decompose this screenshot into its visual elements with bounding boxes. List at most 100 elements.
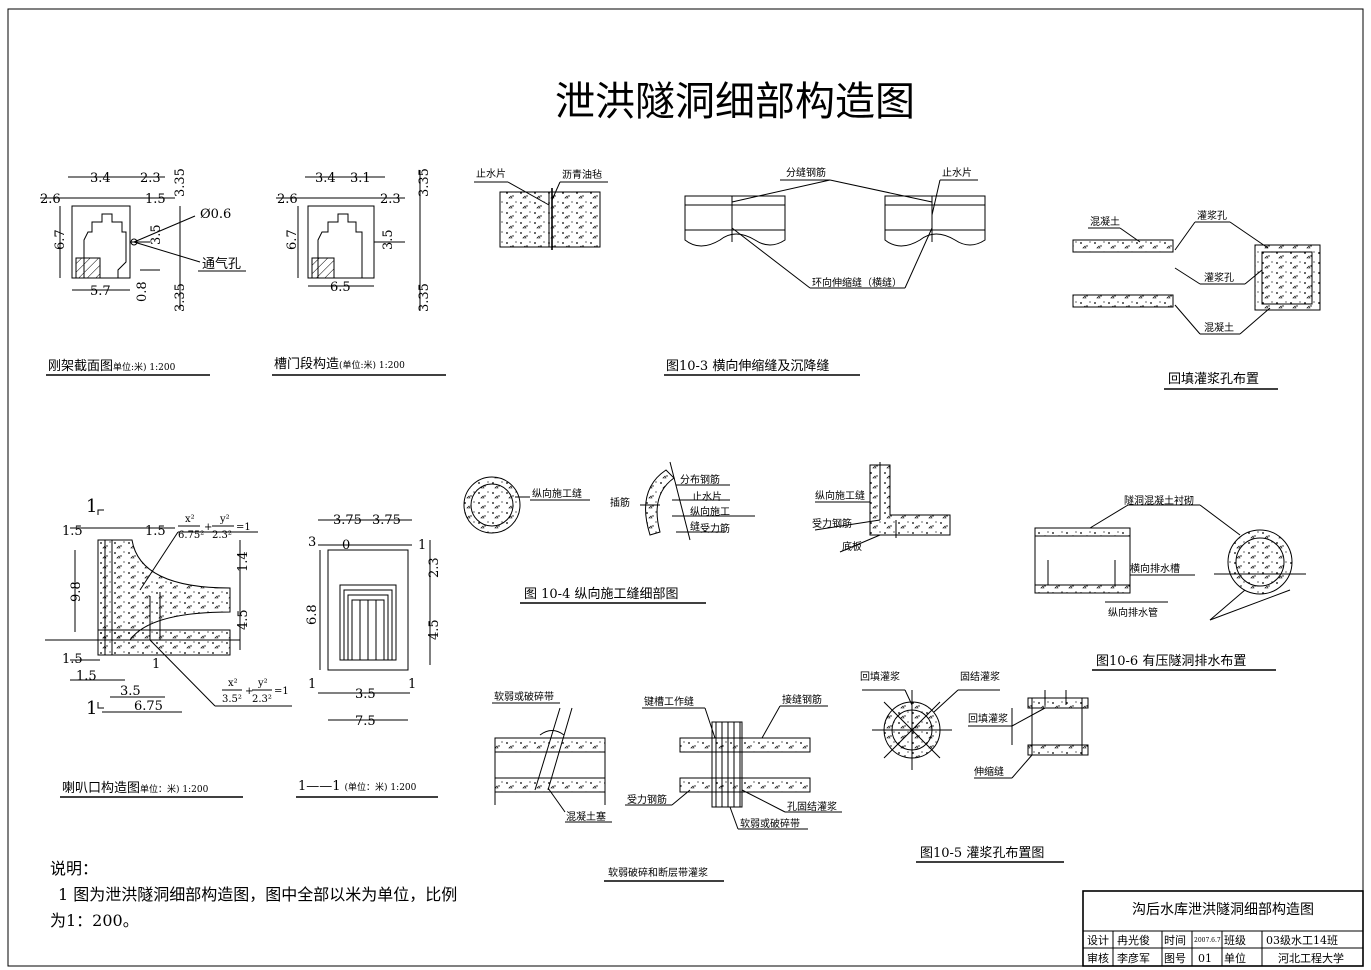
bellmouth-caption: 喇叭口构造图单位：米) 1:200 xyxy=(62,781,209,796)
fig10-3-label-joint-rebar: 分缝钢筋 xyxy=(786,166,826,179)
sec11-dim-3: 3 xyxy=(308,535,316,550)
weak-label-joint-rebar: 接缝钢筋 xyxy=(782,693,822,706)
weak-label-fault-zone: 软弱或破碎带 xyxy=(494,690,554,703)
gate-dim-2-6: 2.6 xyxy=(277,192,298,207)
notes-line-1: 1 图为泄洪隧洞细部构造图，图中全部以米为单位，比例 xyxy=(58,885,458,904)
svg-text:=1: =1 xyxy=(236,522,251,533)
fig10-5-caption: 图10-5 灌浆孔布置图 xyxy=(920,846,1044,861)
bell-dim-6-75: 6.75 xyxy=(134,699,163,714)
bell-dim-1-5-low: 1.5 xyxy=(76,669,97,684)
notes-line-2: 为1：200。 xyxy=(50,911,139,930)
bell-dim-1-5-top-right: 1.5 xyxy=(145,524,166,539)
tb-review-label: 审核 xyxy=(1087,951,1109,965)
backfill-caption: 回填灌浆孔布置 xyxy=(1168,372,1259,387)
bellmouth-figure: 1 1 1.5 1.5 9.8 1.4 4.5 1.5 1.5 1 3.5 6.… xyxy=(45,496,292,798)
gate-dim-3-5: 3.5 xyxy=(381,229,396,250)
gate-slot-caption: 槽门段构造(单位:米) 1:200 xyxy=(274,357,405,372)
tb-unit-label: 单位 xyxy=(1224,951,1246,965)
tb-drawing-no: 01 xyxy=(1198,952,1212,965)
sec11-dim-3-75-left: 3.75 xyxy=(333,513,362,528)
section-mark-bottom: 1 xyxy=(86,698,97,719)
frame-dim-6-7: 6.7 xyxy=(53,229,68,250)
fig10-4-label-base-slab: 底板 xyxy=(842,540,862,553)
backfill-label-grout-hole-2: 灌浆孔 xyxy=(1204,271,1234,284)
ellipse-formula-2: x² 3.5² + y² 2.3² =1 xyxy=(222,678,289,705)
sec11-dim-1-left: 1 xyxy=(308,677,316,692)
sheet-border xyxy=(7,8,1364,967)
fig10-6-caption: 图10-6 有压隧洞排水布置 xyxy=(1096,653,1246,669)
backfill-grouting-figure: 混凝土 灌浆孔 灌浆孔 混凝土 回填灌浆孔布置 xyxy=(1072,209,1321,390)
tb-unit: 河北工程大学 xyxy=(1278,951,1344,965)
frame-dim-3-5: 3.5 xyxy=(149,224,164,245)
title-block: 沟后水库泄洪隧洞细部构造图 设计 冉光俊 时间 2007.6.7 班级 03级水… xyxy=(1082,890,1364,967)
sec11-dim-7-5: 7.5 xyxy=(355,714,376,729)
fig10-4-label-waterstop: 止水片 xyxy=(692,490,722,503)
fig10-3-caption: 图10-3 横向伸缩缝及沉降缝 xyxy=(666,358,829,374)
sec11-dim-0: 0 xyxy=(342,538,350,553)
bell-dim-9-8: 9.8 xyxy=(69,581,84,602)
frame-dim-5-7: 5.7 xyxy=(90,284,111,299)
weak-label-keyway: 键槽工作缝 xyxy=(644,695,694,708)
tb-designer: 冉光俊 xyxy=(1117,933,1150,947)
fig10-4-label-long-const: 纵向施工 xyxy=(690,505,730,518)
notes-heading: 说明： xyxy=(50,859,99,878)
svg-text:2.3²: 2.3² xyxy=(252,694,272,705)
ellipse-formula-1: x² 6.75² + y² 2.3² =1 xyxy=(178,514,251,541)
sec11-dim-6-8: 6.8 xyxy=(305,604,320,625)
fig10-6-figure: 隧洞混凝土衬砌 横向排水槽 纵向排水管 图10-6 有压隧洞排水布置 xyxy=(1034,494,1306,671)
svg-text:x²: x² xyxy=(228,678,238,689)
fig10-5-label-consolidation: 固结灌浆 xyxy=(960,670,1000,683)
sec11-dim-3-75-right: 3.75 xyxy=(372,513,401,528)
svg-text:y²: y² xyxy=(257,678,268,689)
fig10-3-label-waterstop: 止水片 xyxy=(476,167,506,180)
frame-dim-1-5: 1.5 xyxy=(145,192,166,207)
tb-time-label: 时间 xyxy=(1164,934,1186,947)
fig10-3-label-asphalt: 沥青油毡 xyxy=(562,168,602,181)
weak-label-fault-zone-2: 软弱或破碎带 xyxy=(740,817,800,830)
weak-zone-caption: 软弱破碎和断层带灌浆 xyxy=(608,866,708,879)
svg-text:6.75²: 6.75² xyxy=(178,530,204,541)
section-1-1-figure: 3.75 3.75 3 0 1 2.3 6.8 4.5 1 1 3.5 7.5 … xyxy=(296,513,442,798)
svg-text:3.5²: 3.5² xyxy=(222,694,242,705)
frame-dim-0-8: 0.8 xyxy=(135,281,150,302)
backfill-label-concrete-2: 混凝土 xyxy=(1204,321,1234,334)
bell-dim-1-5-top-left: 1.5 xyxy=(62,524,83,539)
fig10-4-label-main-rebar: 受力筋 xyxy=(700,522,730,535)
fig10-5-figure: 回填灌浆 固结灌浆 回填灌浆 伸缩缝 图10-5 灌浆孔布置图 xyxy=(860,670,1089,863)
fig10-4-label-dowel: 插筋 xyxy=(610,496,630,509)
tb-class: 03级水工14班 xyxy=(1266,934,1338,947)
svg-text:y²: y² xyxy=(219,514,230,525)
section-mark-top: 1 xyxy=(86,496,97,517)
sec11-dim-4-5: 4.5 xyxy=(427,619,442,640)
frame-dim-3-35-top: 3.35 xyxy=(173,168,188,197)
weak-label-main-rebar: 受力钢筋 xyxy=(627,793,667,806)
sec11-dim-1-top: 1 xyxy=(418,538,426,553)
gate-dim-3-4: 3.4 xyxy=(315,171,336,186)
fig10-4-figure: 纵向施工缝 分布钢筋 插筋 止水片 纵向施工 缝 受力筋 纵向施工缝 受力钢筋 … xyxy=(463,461,951,604)
backfill-label-grout-hole: 灌浆孔 xyxy=(1197,209,1227,222)
frame-dim-diameter: Ø0.6 xyxy=(200,207,231,222)
weak-zone-figure: 软弱或破碎带 混凝土塞 键槽工作缝 接缝钢筋 受力钢筋 孔固结灌浆 软弱或破碎带… xyxy=(492,690,842,882)
fig10-4-caption: 图 10-4 纵向施工缝细部图 xyxy=(524,586,678,602)
title-block-project: 沟后水库泄洪隧洞细部构造图 xyxy=(1132,902,1314,918)
bell-dim-3-5: 3.5 xyxy=(120,684,141,699)
frame-dim-2-3: 2.3 xyxy=(140,171,161,186)
gate-dim-2-3: 2.3 xyxy=(380,192,401,207)
svg-text:x²: x² xyxy=(185,514,195,525)
notes-section: 说明： 1 图为泄洪隧洞细部构造图，图中全部以米为单位，比例 为1：200。 xyxy=(50,856,457,934)
fig10-5-label-backfill: 回填灌浆 xyxy=(860,670,900,683)
gate-dim-3-1: 3.1 xyxy=(350,171,371,186)
fig10-5-label-backfill-2: 回填灌浆 xyxy=(968,712,1008,725)
tb-drawing-no-label: 图号 xyxy=(1164,952,1186,965)
sec11-dim-2-3: 2.3 xyxy=(427,557,442,578)
svg-text:=1: =1 xyxy=(274,686,289,697)
bell-dim-1: 1 xyxy=(152,657,160,672)
sec11-dim-3-5: 3.5 xyxy=(355,687,376,702)
frame-section-caption: 刚架截面图单位:米) 1:200 xyxy=(48,359,176,374)
gate-dim-6-5: 6.5 xyxy=(330,280,351,295)
fig10-4-label-distribution-rebar: 分布钢筋 xyxy=(680,473,720,486)
fig10-6-label-lining: 隧洞混凝土衬砌 xyxy=(1124,494,1194,507)
tb-class-label: 班级 xyxy=(1224,934,1246,947)
fig10-6-label-drain-groove: 横向排水槽 xyxy=(1130,562,1180,575)
svg-text:2.3²: 2.3² xyxy=(212,530,232,541)
